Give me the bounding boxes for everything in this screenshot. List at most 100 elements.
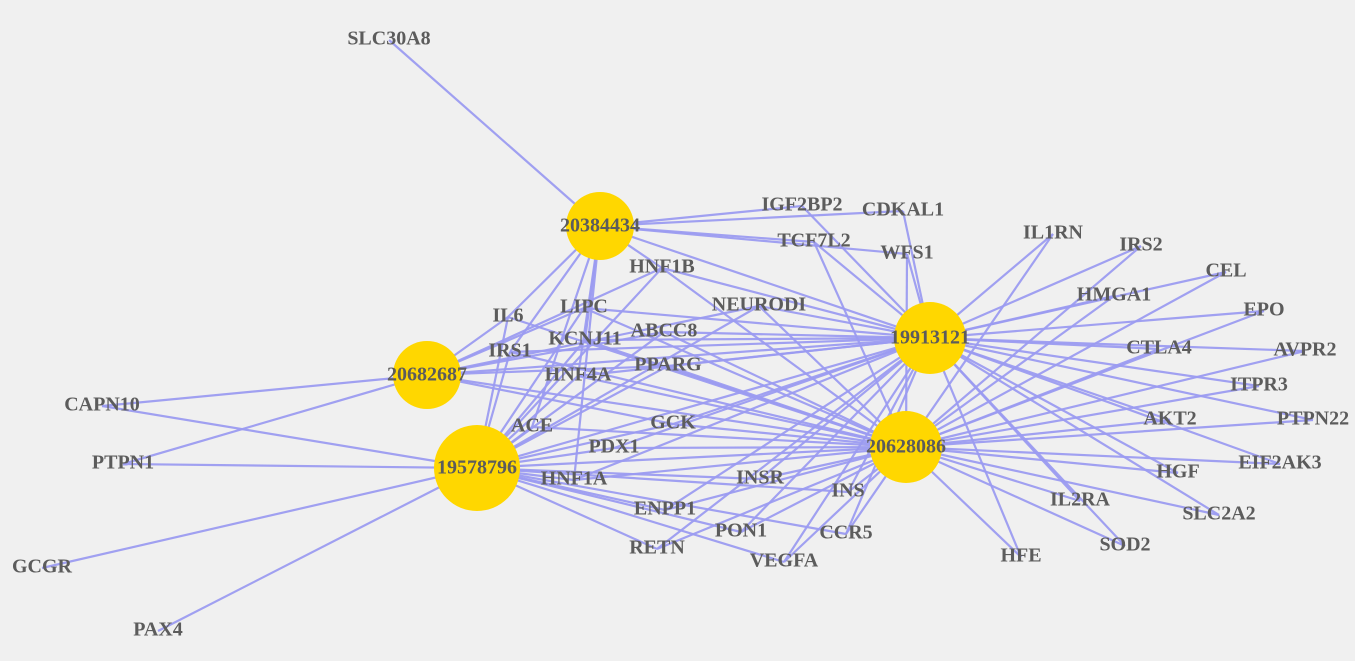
edge-20628086-akt2 [905,418,1171,449]
gene-label-akt2[interactable]: AKT2 [1143,408,1196,430]
gene-label-itpr3[interactable]: ITPR3 [1230,374,1288,396]
label-layer: 1991312120628086203844342068268719578796… [12,28,1349,641]
edge-19578796-ptpn1 [122,462,478,470]
gene-label-insr[interactable]: INSR [736,467,784,489]
edge-19578796-insr [476,466,761,481]
edge-20384434-slc30a8 [388,39,601,227]
edge-20682687-pparg [426,364,669,377]
gene-label-capn10[interactable]: CAPN10 [64,394,140,416]
edge-20384434-hnf1a [572,225,602,481]
gene-label-ptpn22[interactable]: PTPN22 [1277,408,1349,430]
gene-label-slc30a8[interactable]: SLC30A8 [347,28,430,50]
gene-label-irs2[interactable]: IRS2 [1119,234,1162,256]
gene-label-hnf1a[interactable]: HNF1A [541,468,608,490]
hub-node-19578796[interactable] [434,425,520,511]
gene-label-eif2ak3[interactable]: EIF2AK3 [1238,452,1321,474]
gene-label-pdx1[interactable]: PDX1 [588,436,639,458]
gene-label-il1rn[interactable]: IL1RN [1023,222,1084,244]
edge-19578796-ins [476,466,849,494]
gene-label-il6[interactable]: IL6 [492,305,523,327]
gene-label-ptpn1[interactable]: PTPN1 [92,452,154,474]
gene-label-vegfa[interactable]: VEGFA [750,550,819,572]
edge-20628086-lipc [583,306,907,449]
gene-label-ctla4[interactable]: CTLA4 [1126,337,1192,359]
edge-20682687-ptpn1 [122,373,428,466]
edge-20384434-cdkal1 [599,209,904,228]
edge-20628086-eif2ak3 [905,445,1281,466]
hub-node-20682687[interactable] [393,341,461,409]
edge-20628086-pdx1 [613,445,907,450]
gene-label-sod2[interactable]: SOD2 [1099,534,1150,556]
edge-20628086-irs2 [905,245,1142,448]
gene-label-cel[interactable]: CEL [1205,260,1246,282]
gene-label-hnf4a[interactable]: HNF4A [545,364,612,386]
gene-label-il2ra[interactable]: IL2RA [1050,489,1111,511]
hub-node-19913121[interactable] [894,302,966,374]
edge-20628086-cel [905,271,1227,448]
gene-label-epo[interactable]: EPO [1243,299,1284,321]
gene-label-ace[interactable]: ACE [511,415,553,437]
edge-19913121-insr [759,337,931,480]
edge-19913121-pon1 [740,337,931,533]
edge-19913121-retn [656,337,931,550]
hub-node-20628086[interactable] [870,411,942,483]
edge-20628086-hmga1 [905,295,1115,448]
gene-label-ins[interactable]: INS [831,480,864,502]
gene-label-avpr2[interactable]: AVPR2 [1274,339,1337,361]
hub-label-20384434: 20384434 [560,215,640,237]
gene-label-pparg[interactable]: PPARG [634,354,702,376]
gene-label-hfe[interactable]: HFE [1000,545,1041,567]
gene-label-wfs1[interactable]: WFS1 [880,242,933,264]
edge-20628086-hnf1b [661,267,907,448]
edge-19578796-20628086 [476,445,907,470]
gene-label-hgf[interactable]: HGF [1156,461,1199,483]
edge-20628086-itpr3 [905,384,1260,449]
gene-label-abcc8[interactable]: ABCC8 [631,320,698,342]
gene-label-neurodi[interactable]: NEURODI [712,294,807,316]
edge-20628086-enpp1 [664,445,907,512]
gene-label-cdkal1[interactable]: CDKAL1 [862,199,944,221]
edge-20628086-retn [656,445,907,551]
edge-20682687-19913121 [426,336,931,377]
edge-19913121-lipc [583,306,931,340]
edge-20682687-20628086 [426,373,907,449]
edge-19913121-ptpn22 [929,336,1314,422]
edge-19913121-hfe [928,337,1023,558]
edge-20628086-ptpn22 [905,418,1314,449]
edge-19578796-vegfa [476,466,785,564]
gene-label-kcnj11[interactable]: KCNJ11 [548,328,621,350]
gene-label-igf2bp2[interactable]: IGF2BP2 [761,194,842,216]
edge-20628086-hnf4a [577,374,907,449]
hub-label-20628086: 20628086 [866,436,946,458]
gene-label-enpp1[interactable]: ENPP1 [634,498,696,520]
gene-label-hmga1[interactable]: HMGA1 [1077,284,1151,306]
gene-label-gcgr[interactable]: GCGR [12,556,73,578]
edge-19913121-hgf [929,337,1179,474]
gene-label-retn[interactable]: RETN [629,537,685,559]
edge-20682687-gck [426,373,674,426]
gene-label-lipc[interactable]: LIPC [560,296,608,318]
edge-19913121-irs1 [509,336,931,354]
hub-node-20384434[interactable] [566,192,634,260]
gene-label-gck[interactable]: GCK [650,412,696,434]
edge-19913121-slc2a2 [929,337,1220,516]
edge-19913121-ctla4 [929,336,1160,351]
edge-20628086-hnf1a [573,445,907,482]
edge-20628086-ctla4 [905,347,1160,449]
gene-label-tcf7l2[interactable]: TCF7L2 [777,230,850,252]
edge-19578796-pon1 [476,466,742,534]
edge-19913121-sod2 [929,337,1126,547]
edge-20628086-irs1 [509,350,907,449]
hub-label-19578796: 19578796 [437,457,517,479]
hub-layer [393,192,966,511]
edge-19578796-capn10 [101,404,478,470]
hub-label-20682687: 20682687 [387,364,467,386]
edge-19913121-abcc8 [663,330,931,340]
edge-19578796-hnf1b [476,267,663,469]
gene-label-hnf1b[interactable]: HNF1B [629,256,695,278]
gene-label-irs1[interactable]: IRS1 [488,340,531,362]
gene-label-pax4[interactable]: PAX4 [133,619,183,641]
gene-label-slc2a2[interactable]: SLC2A2 [1182,503,1255,525]
gene-label-ccr5[interactable]: CCR5 [819,522,872,544]
gene-label-pon1[interactable]: PON1 [715,520,767,542]
